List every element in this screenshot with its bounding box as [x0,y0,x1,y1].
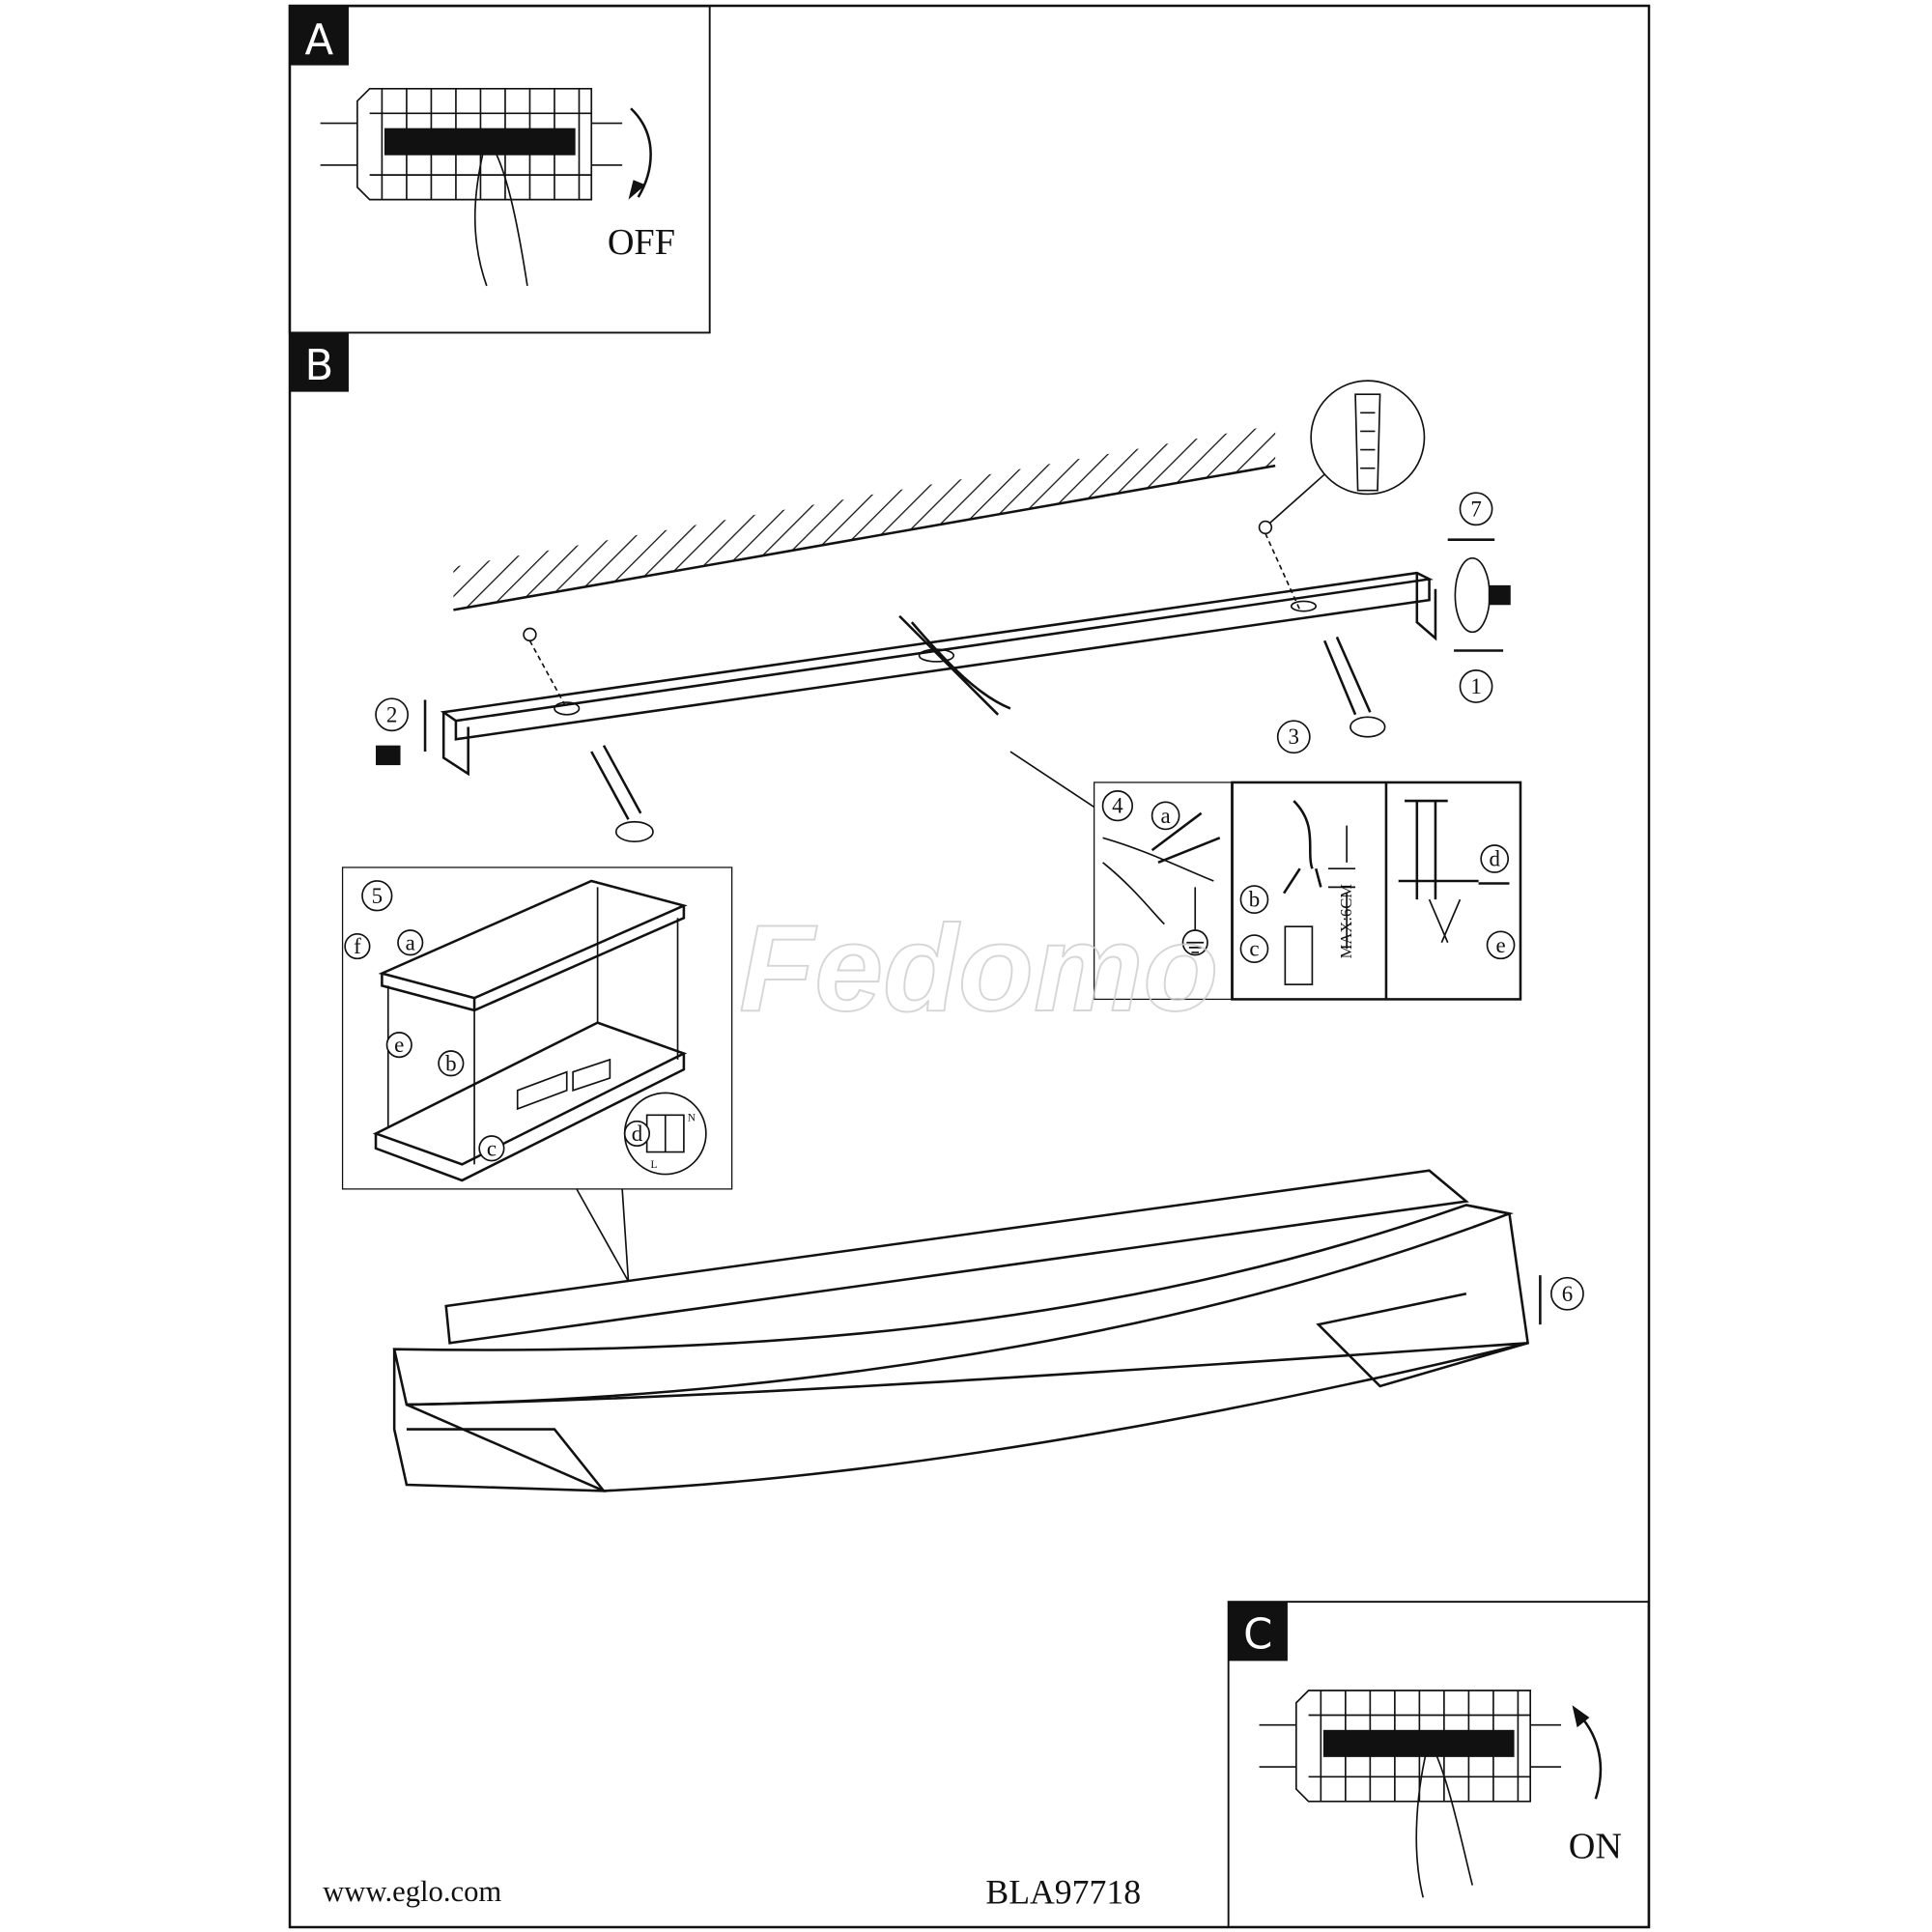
circuit-breaker-icon [1258,1690,1562,1803]
arrow-down-icon [630,107,652,198]
step-3: 3 [1276,720,1311,754]
watermark: Fedomo [739,900,1218,1037]
ceiling-hatch [453,425,1276,611]
section-a-label: A [305,16,334,65]
svg-text:b: b [445,1051,456,1075]
off-label: OFF [608,222,675,263]
svg-text:3: 3 [1289,724,1299,749]
step-2: 2 [375,697,410,732]
svg-text:f: f [354,934,361,958]
svg-text:d: d [632,1122,643,1146]
section-a: A OFF [288,5,711,334]
terminal-n-label: N [688,1113,696,1124]
website-text: www.eglo.com [323,1875,501,1908]
screw-icon [590,745,654,842]
step-4-letter-a: a [1151,801,1180,831]
step-5-letter-a: a [397,929,424,956]
bolt-icon [1488,584,1511,606]
step-5-letter-d: d [623,1120,651,1148]
step-5-letter-f: f [344,932,371,960]
step-5-letter-b: b [438,1050,465,1077]
section-a-badge [289,6,349,66]
bolt-icon [376,745,401,766]
section-b-label: B [304,342,333,390]
svg-text:7: 7 [1470,497,1481,521]
svg-text:6: 6 [1562,1282,1573,1306]
step-4: 4 [1101,790,1134,822]
svg-text:2: 2 [386,702,397,726]
circuit-breaker-icon [319,88,623,201]
hand-icon [473,137,528,287]
step-4-letter-c: c [1239,934,1269,963]
svg-text:e: e [1495,933,1505,957]
step-5-letter-e: e [385,1032,412,1059]
section-b-badge [289,332,349,392]
step-6: 6 [1550,1276,1584,1311]
step-5-letter-c: c [478,1135,505,1162]
svg-text:b: b [1249,888,1260,912]
svg-text:4: 4 [1112,794,1123,818]
svg-text:a: a [406,930,415,954]
step-1: 1 [1459,669,1493,703]
product-code: BLA97718 [985,1873,1141,1912]
mounting-bracket [440,571,1437,777]
svg-text:c: c [487,1136,497,1160]
svg-text:1: 1 [1470,674,1481,698]
lamp-fixture [392,1169,1530,1492]
step-7: 7 [1459,492,1493,526]
step-4-letter-e: e [1486,930,1516,960]
step-4-panel: 4 MAX:6CM a b c d e [1094,781,1522,1001]
page-border [288,4,1651,1929]
max-length-label: MAX:6CM [1337,884,1355,959]
svg-text:e: e [394,1033,404,1057]
svg-text:c: c [1249,937,1259,961]
step-4-letter-b: b [1239,885,1269,914]
svg-text:d: d [1489,847,1500,871]
section-c-label: C [1243,1611,1272,1660]
pliers-icon [1151,811,1221,865]
on-label: ON [1569,1826,1622,1866]
svg-text:5: 5 [372,884,383,908]
step-4-letter-d: d [1480,844,1510,873]
screw-icon [1322,636,1386,738]
svg-text:a: a [1161,804,1171,828]
terminal-l-label: L [650,1159,657,1171]
arrow-up-icon [1576,1712,1603,1800]
hand-icon [1415,1739,1474,1898]
wall-plug-callout [1310,380,1426,496]
step-5-panel: d L N 5 f a e b c [341,867,733,1190]
scissors-icon [1428,898,1462,944]
section-c: C ON [1227,1601,1650,1928]
section-c-badge [1228,1602,1288,1662]
step-5: 5 [361,880,393,912]
